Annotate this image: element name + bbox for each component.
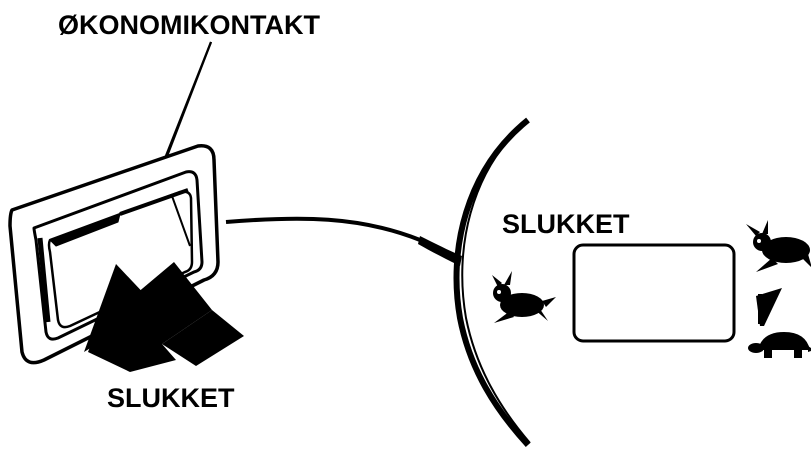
rabbit-icon	[492, 271, 556, 323]
press-arrow-body	[88, 262, 212, 372]
rocker-raised-edge	[49, 213, 121, 247]
off-label-bottom: SLUKKET	[107, 383, 235, 413]
press-arrow-tail	[162, 310, 244, 366]
magnifier-arc	[453, 117, 531, 448]
off-label-panel: SLUKKET	[502, 209, 630, 239]
rabbit-icon-right	[746, 220, 811, 272]
rocker-switch	[8, 144, 220, 365]
display-window	[572, 243, 736, 343]
magnifier-arc-inner	[461, 121, 531, 444]
economy-switch-label: ØKONOMIKONTAKT	[58, 10, 320, 40]
speed-ramp-icon	[756, 288, 782, 326]
turtle-icon	[748, 332, 811, 358]
press-arrow-tip	[84, 264, 150, 352]
connector-taper	[418, 236, 462, 266]
rocker-face	[47, 190, 194, 329]
